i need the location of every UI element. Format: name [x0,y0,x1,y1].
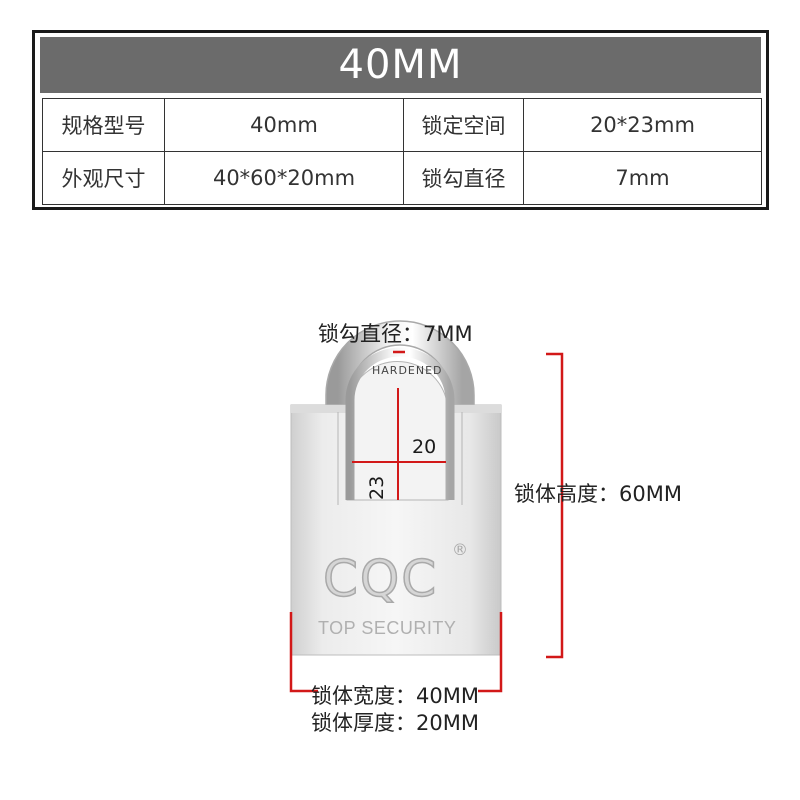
shackle [326,321,474,420]
spec-label-size: 外观尺寸 [42,151,165,205]
brand-tagline: TOP SECURITY [318,618,457,638]
body-height-label: 锁体高度：60MM [514,482,682,506]
spec-label-shackle-diameter: 锁勾直径 [403,151,524,205]
spec-row: 外观尺寸 40*60*20mm 锁勾直径 7mm [42,151,762,205]
body-thickness-label: 锁体厚度：20MM [311,711,479,735]
spec-value-model: 40mm [164,98,404,152]
shackle-stamp: HARDENED [372,364,443,377]
height-bracket [546,352,564,659]
opening-height-mark: 23 [366,475,388,500]
width-bracket-left [289,612,318,693]
registered-mark: ® [452,540,468,559]
spec-value-lock-space: 20*23mm [523,98,762,152]
shackle-edge [325,320,475,420]
spec-label-lock-space: 锁定空间 [403,98,524,152]
shackle-diameter-label: 锁勾直径：7MM [318,322,473,346]
width-bracket-right [478,612,503,693]
brand-logo: CQC [322,549,439,609]
spec-table: 规格型号 40mm 锁定空间 20*23mm 外观尺寸 40*60*20mm 锁… [42,98,762,205]
spec-table-frame: 40MM 规格型号 40mm 锁定空间 20*23mm 外观尺寸 40*60*2… [32,30,769,210]
spec-title: 40MM [40,37,761,93]
body-width-label: 锁体宽度：40MM [311,684,479,708]
opening-width-mark: 20 [412,436,437,458]
spec-value-shackle-diameter: 7mm [523,151,762,205]
shackle-legs [337,412,463,505]
spec-value-size: 40*60*20mm [164,151,404,205]
